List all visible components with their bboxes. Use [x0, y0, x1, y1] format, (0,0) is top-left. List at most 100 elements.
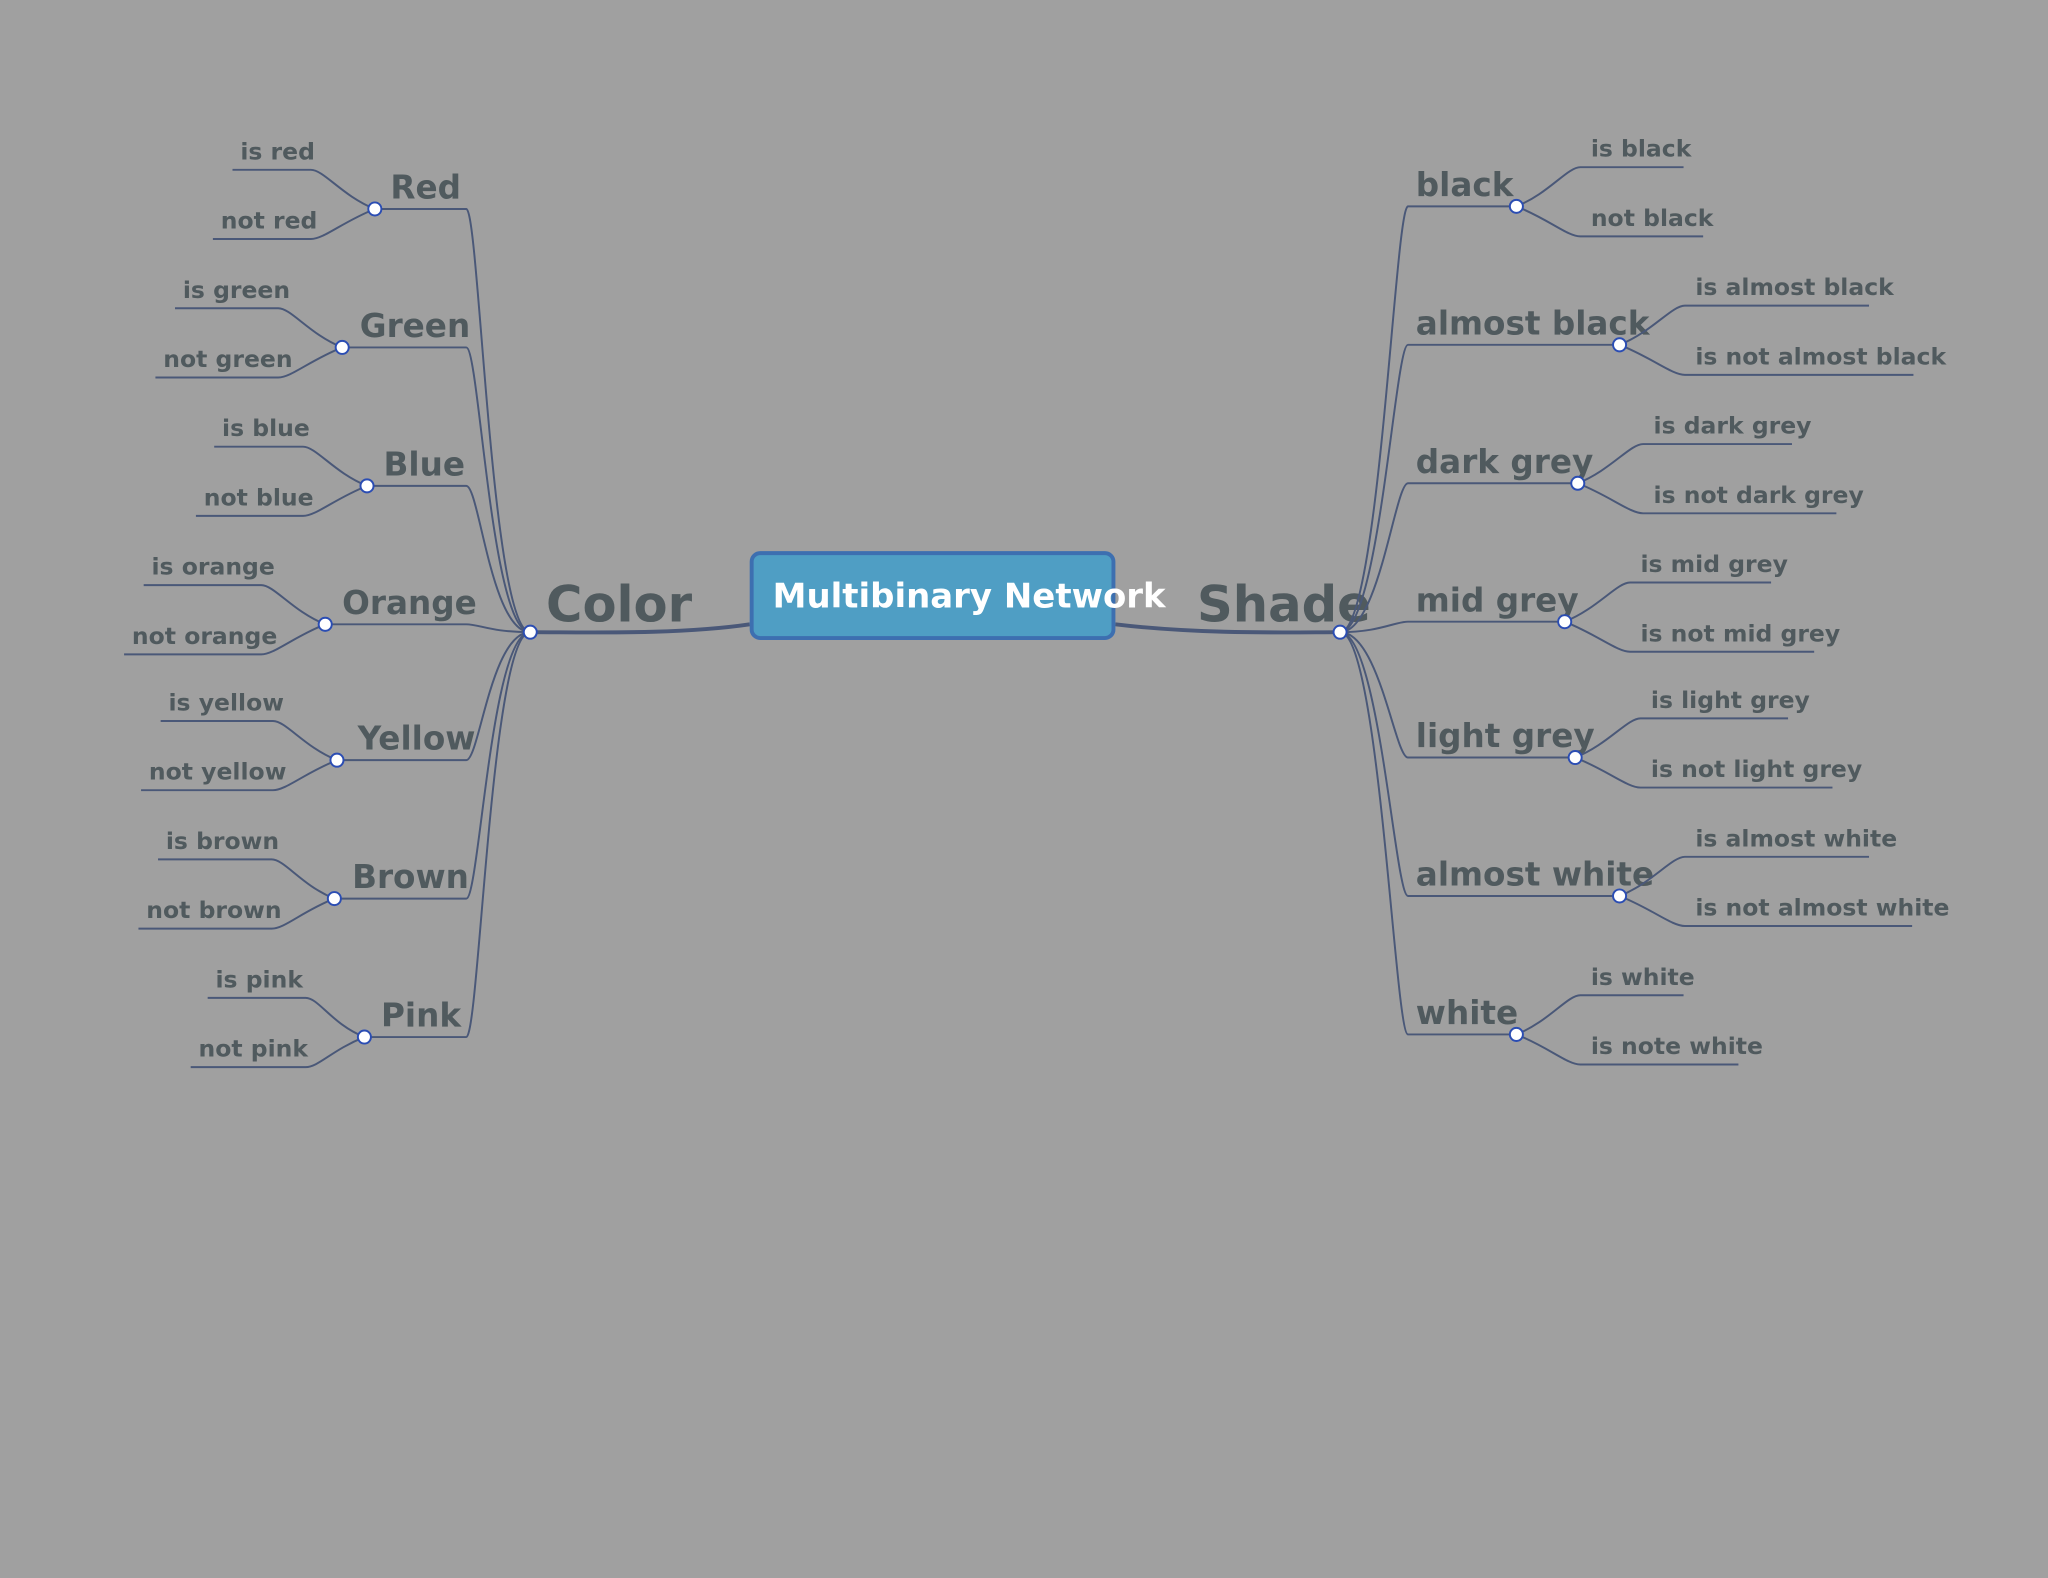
branch-node-shade[interactable]	[1332, 624, 1348, 640]
leaf-edge	[1619, 855, 1870, 897]
leaf-edge	[160, 719, 338, 762]
leaf-label: is almost white	[1695, 824, 1897, 852]
leaf-edge	[207, 996, 365, 1038]
leaf-label: is almost black	[1695, 273, 1895, 301]
leaf-edge	[1574, 717, 1789, 759]
trunk-edge-right	[1115, 622, 1341, 635]
subtopic-label-orange: Orange	[342, 584, 477, 622]
subtopic-label-black: black	[1416, 166, 1515, 204]
leaf-label: is note white	[1591, 1032, 1763, 1060]
leaf-label: is not almost white	[1695, 894, 1949, 922]
leaf-edge	[1619, 343, 1914, 376]
leaf-edge	[175, 307, 343, 349]
leaf-label: is blue	[222, 414, 310, 442]
leaf-label: not blue	[204, 483, 314, 511]
leaf-label: is pink	[216, 965, 305, 993]
subtopic-node-pink[interactable]	[356, 1029, 372, 1045]
edge-green	[342, 346, 531, 634]
subtopic-label-white: white	[1416, 994, 1518, 1032]
leaf-edge	[138, 897, 335, 930]
subtopic-node-almost-white[interactable]	[1612, 888, 1628, 904]
subtopic-label-pink: Pink	[381, 997, 462, 1035]
leaf-label: is mid grey	[1640, 550, 1787, 578]
subtopic-label-brown: Brown	[352, 858, 469, 896]
leaf-label: is not light grey	[1651, 755, 1862, 783]
branch-label-shade: Shade	[1197, 576, 1371, 634]
edge-blue	[367, 484, 531, 634]
leaf-edge	[1516, 994, 1684, 1036]
subtopic-label-yellow: Yellow	[357, 720, 476, 758]
leaf-edge	[232, 168, 376, 210]
subtopic-label-red: Red	[390, 169, 461, 207]
leaf-edge	[1564, 581, 1772, 623]
leaf-label: is orange	[152, 553, 275, 581]
edge-almost-black	[1339, 343, 1620, 634]
leaf-label: is black	[1591, 135, 1693, 163]
leaf-label: is yellow	[168, 689, 283, 717]
subtopic-node-blue[interactable]	[359, 478, 375, 494]
leaf-edge	[143, 584, 326, 626]
leaf-label: not green	[163, 345, 292, 373]
trunk-edge-left	[530, 622, 750, 635]
leaf-label: not yellow	[149, 758, 287, 786]
leaf-edge	[214, 445, 368, 487]
edge-black	[1339, 205, 1517, 634]
subtopic-label-almost-white: almost white	[1416, 856, 1654, 894]
leaf-label: is red	[240, 137, 315, 165]
subtopic-label-green: Green	[360, 307, 470, 345]
leaf-label: not brown	[146, 896, 281, 924]
leaf-edge	[124, 623, 326, 656]
leaf-edge	[155, 346, 343, 379]
leaf-label: is not almost black	[1695, 342, 1947, 370]
leaf-edge	[1619, 895, 1913, 928]
leaf-label: is not dark grey	[1654, 481, 1864, 509]
subtopic-label-light-grey: light grey	[1416, 717, 1595, 755]
leaf-label: not pink	[199, 1035, 310, 1063]
subtopic-node-yellow[interactable]	[329, 752, 345, 768]
leaf-label: is dark grey	[1654, 412, 1812, 440]
leaf-edge	[190, 1036, 365, 1069]
leaf-edge	[1577, 482, 1837, 515]
edge-almost-white	[1339, 631, 1620, 897]
leaf-label: is brown	[166, 827, 279, 855]
edge-red	[374, 207, 531, 634]
subtopic-node-red[interactable]	[367, 201, 383, 217]
leaf-label: is not mid grey	[1640, 619, 1840, 647]
branch-node-color[interactable]	[522, 624, 538, 640]
branch-label-color: Color	[546, 576, 693, 634]
leaf-label: not black	[1591, 204, 1715, 232]
leaf-edge	[141, 759, 338, 792]
leaf-label: is white	[1591, 963, 1695, 991]
leaf-edge	[158, 858, 335, 900]
leaf-label: not orange	[132, 622, 277, 650]
leaf-edge	[1619, 304, 1870, 346]
root-node[interactable]: Multibinary Network	[749, 551, 1166, 640]
subtopic-node-orange[interactable]	[317, 616, 333, 632]
leaf-edge	[1516, 205, 1704, 238]
leaf-edge	[212, 208, 376, 240]
leaf-label: is green	[183, 276, 290, 304]
leaf-edge	[1516, 1033, 1739, 1066]
leaf-label: is light grey	[1651, 686, 1810, 714]
edge-brown	[334, 631, 531, 900]
subtopic-label-mid-grey: mid grey	[1416, 581, 1579, 619]
subtopic-label-blue: Blue	[384, 445, 465, 483]
subtopic-node-mid-grey[interactable]	[1557, 614, 1573, 630]
subtopic-node-black[interactable]	[1508, 198, 1524, 214]
edge-white	[1339, 631, 1517, 1036]
subtopic-node-light-grey[interactable]	[1567, 750, 1583, 766]
edge-mid-grey	[1340, 620, 1565, 634]
subtopic-node-dark-grey[interactable]	[1570, 475, 1586, 491]
edge-yellow	[336, 631, 531, 762]
leaf-edge	[1574, 756, 1833, 789]
subtopic-node-brown[interactable]	[326, 891, 342, 907]
subtopic-node-green[interactable]	[334, 339, 350, 355]
subtopic-node-almost-black[interactable]	[1612, 337, 1628, 353]
leaf-edge	[1564, 620, 1815, 653]
edge-dark-grey	[1339, 482, 1578, 634]
edge-orange	[325, 623, 531, 634]
leaf-edge	[1577, 443, 1792, 485]
subtopic-node-white[interactable]	[1508, 1026, 1524, 1042]
